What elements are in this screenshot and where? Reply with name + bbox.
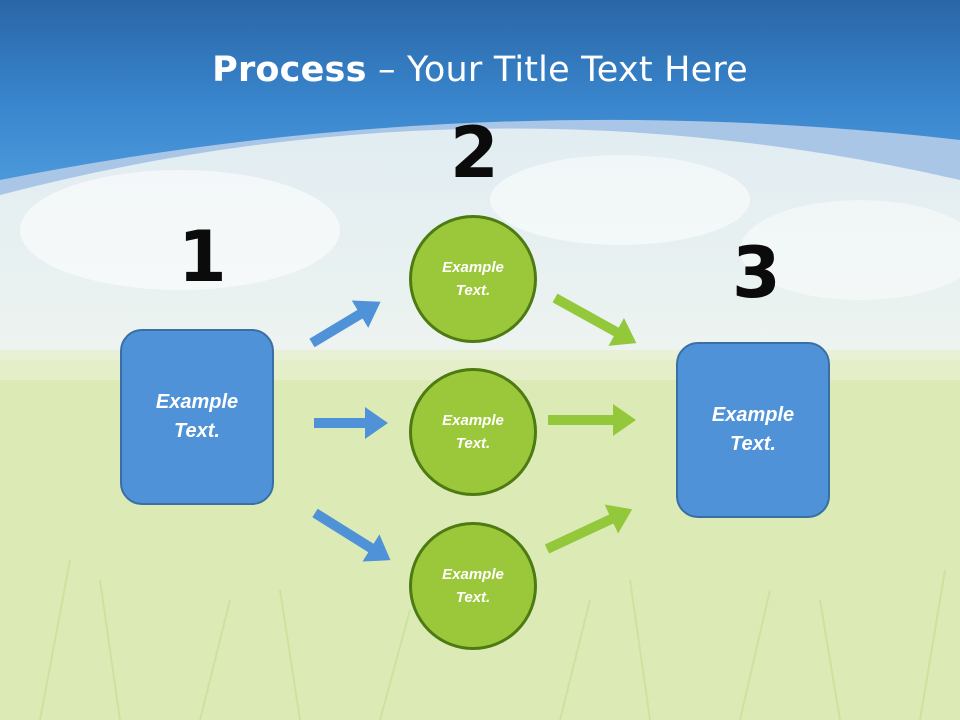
step-number-1: 1: [178, 216, 227, 298]
title-rest: – Your Title Text Here: [366, 50, 748, 90]
cloud: [20, 170, 340, 290]
arrow-up-right-green: [544, 504, 633, 554]
box-text-line2: Text.: [730, 433, 776, 455]
slide-title: Process – Your Title Text Here: [0, 50, 960, 90]
box-text-line2: Text.: [174, 420, 220, 442]
cloud: [740, 200, 960, 300]
circle-text-line1: Example: [442, 412, 504, 429]
cloud: [490, 155, 750, 245]
step-number-3: 3: [732, 232, 781, 314]
arrow-right-green: [548, 404, 636, 436]
circle-text-line1: Example: [442, 566, 504, 583]
circle-text-line2: Text.: [455, 435, 491, 452]
grass-blades: [39, 559, 946, 720]
circle-text-line2: Text.: [455, 589, 491, 606]
box-text-line1: Example: [711, 404, 795, 426]
arrow-down-right: [312, 508, 391, 562]
header-band: [0, 0, 960, 180]
title-bold: Process: [212, 50, 367, 90]
circle-text-line1: Example: [442, 259, 504, 276]
arrow-right: [314, 407, 388, 439]
step-number-2: 2: [450, 112, 499, 194]
arrow-up-right: [309, 300, 381, 348]
arrow-down-right-green: [552, 293, 637, 346]
box-text-line1: Example: [155, 391, 239, 413]
circle-text-line2: Text.: [455, 282, 491, 299]
